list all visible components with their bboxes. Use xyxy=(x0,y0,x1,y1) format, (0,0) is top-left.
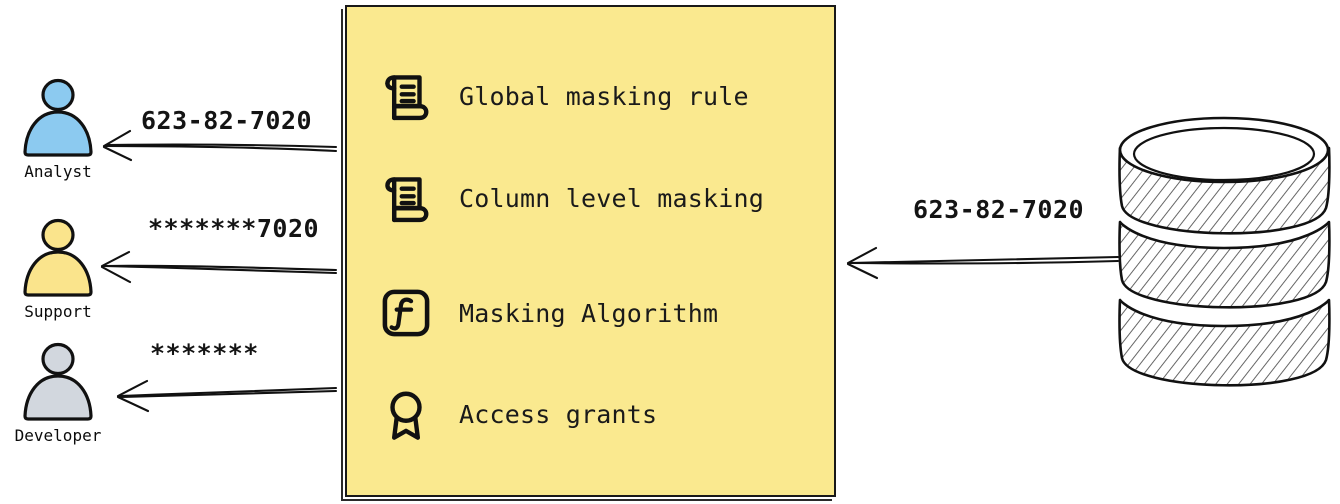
policy-panel xyxy=(345,5,836,497)
user-icon xyxy=(23,342,93,421)
actor-label: Support xyxy=(24,302,92,321)
flow-label-from-source: 623-82-7020 xyxy=(913,195,1085,224)
actor-label: Analyst xyxy=(24,162,92,181)
database-cylinder-icon xyxy=(1118,116,1331,387)
flow-label-to-analyst: 623-82-7020 xyxy=(141,106,313,135)
actor-support[interactable]: Support xyxy=(0,218,118,321)
arrow-to-support xyxy=(100,250,338,284)
actor-analyst[interactable]: Analyst xyxy=(0,78,118,181)
actor-developer[interactable]: Developer xyxy=(0,342,118,445)
arrow-to-analyst xyxy=(102,129,338,162)
flow-label-to-support: *******7020 xyxy=(148,214,320,243)
actor-label: Developer xyxy=(14,426,102,445)
user-icon xyxy=(23,78,93,157)
arrow-to-developer xyxy=(116,379,338,413)
flow-label-to-developer: ******* xyxy=(150,339,259,368)
user-icon xyxy=(23,218,93,297)
arrow-from-database xyxy=(846,246,1120,280)
